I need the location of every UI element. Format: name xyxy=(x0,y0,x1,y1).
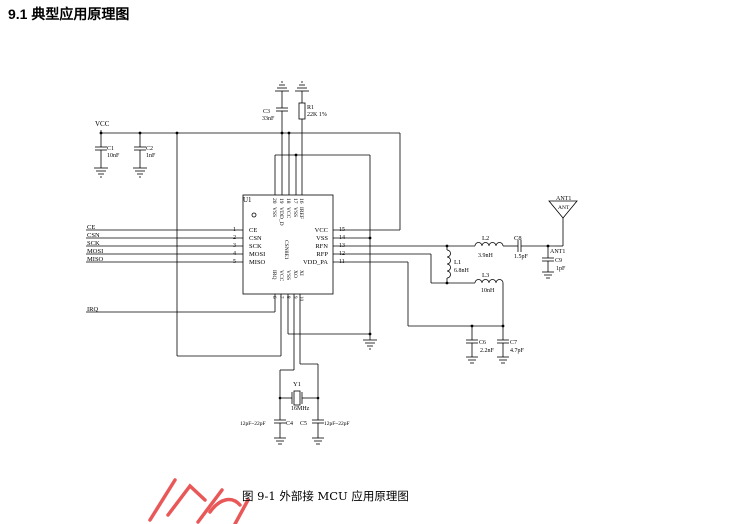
pin-label: RFP xyxy=(316,251,328,258)
chip-top-pins: 20 19 18 17 16 VSS VDD_D VCC VSS IREF xyxy=(271,198,304,226)
ground-icon xyxy=(94,167,108,178)
c9-ref: C9 xyxy=(555,258,562,264)
ground-icon xyxy=(133,167,147,178)
r1-ref: R1 xyxy=(307,105,314,111)
ground-icon xyxy=(542,271,554,279)
rf-matching-network: L2 3.9nH C8 1.5pF ANT1 ANT ANT1 C9 1pF L… xyxy=(333,196,578,364)
ground-icon xyxy=(295,81,309,92)
pin-number: 19 xyxy=(278,198,284,204)
l2-value: 3.9nH xyxy=(478,253,494,259)
pin-number: 9 xyxy=(292,296,297,299)
ground-icon xyxy=(275,81,289,92)
c3-value: 33nF xyxy=(262,116,275,122)
c3-ref: C3 xyxy=(263,109,270,115)
l2-ref: L2 xyxy=(482,235,489,242)
l3-ref: L3 xyxy=(482,272,489,279)
ant1-label: ANT xyxy=(558,205,570,211)
section-heading: 9.1 典型应用原理图 xyxy=(8,6,130,22)
vcc-decoupling: VCC C1 10nF C2 1nF xyxy=(94,120,401,357)
ground-icon xyxy=(363,339,377,350)
pin-label: VCC xyxy=(278,270,284,282)
pin-label: VSS xyxy=(292,207,298,217)
c1-ref: C1 xyxy=(107,146,114,152)
c6-ref: C6 xyxy=(479,340,486,346)
l1-value: 6.8nH xyxy=(454,268,470,274)
ant1-net: ANT1 xyxy=(550,249,565,255)
chip-u1: U1 20 19 18 17 16 VSS VDD_D VCC VSS IREF… xyxy=(233,194,345,302)
pin-number: 6 xyxy=(271,296,276,299)
chip-part-label: CSN8E1 xyxy=(283,240,289,260)
ground-icon xyxy=(466,356,478,364)
pin-label: VSS xyxy=(285,270,291,280)
y1-value: 16MHz xyxy=(291,406,310,412)
c9-value: 1pF xyxy=(556,266,566,272)
pin-number: 7 xyxy=(278,296,283,299)
pin-label: CSN xyxy=(249,235,262,242)
net-label-miso: MISO xyxy=(87,256,104,263)
pin-label: MISO xyxy=(249,259,266,266)
ground-icon xyxy=(312,437,324,445)
pin-number: 20 xyxy=(271,198,277,204)
pin-label: CE xyxy=(249,227,257,234)
r1-value: 22K 1% xyxy=(307,112,327,118)
c4-ref: C4 xyxy=(286,421,293,427)
y1-ref: Y1 xyxy=(293,381,301,388)
figure-caption: 图 9-1 外部接 MCU 应用原理图 xyxy=(242,489,409,503)
c6-value: 2.2nF xyxy=(480,348,495,354)
pin-number: 16 xyxy=(298,198,304,204)
pin-label: MOSI xyxy=(249,251,265,258)
pin-number: 18 xyxy=(285,198,291,204)
chip-left-pins: 1 2 3 4 5 CE CSN SCK MOSI MISO xyxy=(233,227,266,266)
c8-ref: C8 xyxy=(514,235,522,242)
pin-label: VDD_D xyxy=(278,207,284,226)
pin-label: VDD_PA xyxy=(303,259,328,266)
pin-label: VCC xyxy=(315,227,328,234)
c1-value: 10nF xyxy=(107,153,120,159)
l3-value: 10nH xyxy=(481,288,495,294)
ant1-ref: ANT1 xyxy=(556,196,571,202)
vcc-power-label: VCC xyxy=(95,120,110,128)
c2-ref: C2 xyxy=(146,146,153,152)
pin-number: 15 xyxy=(339,227,345,233)
net-label-csn: CSN xyxy=(87,232,100,239)
chip-bottom-pins: IRQ VCC VSS XO XI 6 7 8 9 10 xyxy=(271,270,304,302)
chip-designator: U1 xyxy=(243,196,252,204)
net-label-irq: IRQ xyxy=(87,306,99,313)
chip-right-pins: 15 14 13 12 11 VCC VSS RFN RFP VDD_PA xyxy=(303,227,345,266)
pin-label: VCC xyxy=(285,207,291,219)
pin-label: VSS xyxy=(316,235,328,242)
c7-ref: C7 xyxy=(510,340,517,346)
spi-bus: CE CSN SCK MOSI MISO IRQ xyxy=(86,224,276,313)
net-label-ce: CE xyxy=(87,224,95,231)
c4-value: 12pF~22pF xyxy=(240,421,266,427)
pin-label: RFN xyxy=(315,243,328,250)
c5-ref: C5 xyxy=(300,421,307,427)
pin-number: 10 xyxy=(298,296,303,302)
pin-label: IREF xyxy=(298,207,304,219)
pin-label: XO xyxy=(292,270,298,278)
pin-label: XI xyxy=(298,270,304,276)
ground-icon xyxy=(274,437,286,445)
pin-label: VSS xyxy=(271,207,277,217)
c8-value: 1.5pF xyxy=(514,254,529,260)
pin-number: 17 xyxy=(292,198,298,204)
watermark-stamp xyxy=(148,478,250,524)
net-label-mosi: MOSI xyxy=(87,248,103,255)
pin-label: IRQ xyxy=(271,270,277,280)
pin-number: 8 xyxy=(285,296,290,299)
c5-value: 12pF~22pF xyxy=(324,421,350,427)
pin-label: SCK xyxy=(249,243,262,250)
net-label-sck: SCK xyxy=(87,240,100,247)
c7-value: 4.7pF xyxy=(510,348,525,354)
ground-icon xyxy=(497,356,509,364)
c2-value: 1nF xyxy=(146,153,156,159)
l1-ref: L1 xyxy=(454,259,461,266)
crystal-circuit: Y1 16MHz C4 12pF~22pF C5 12pF~22pF xyxy=(240,294,350,445)
